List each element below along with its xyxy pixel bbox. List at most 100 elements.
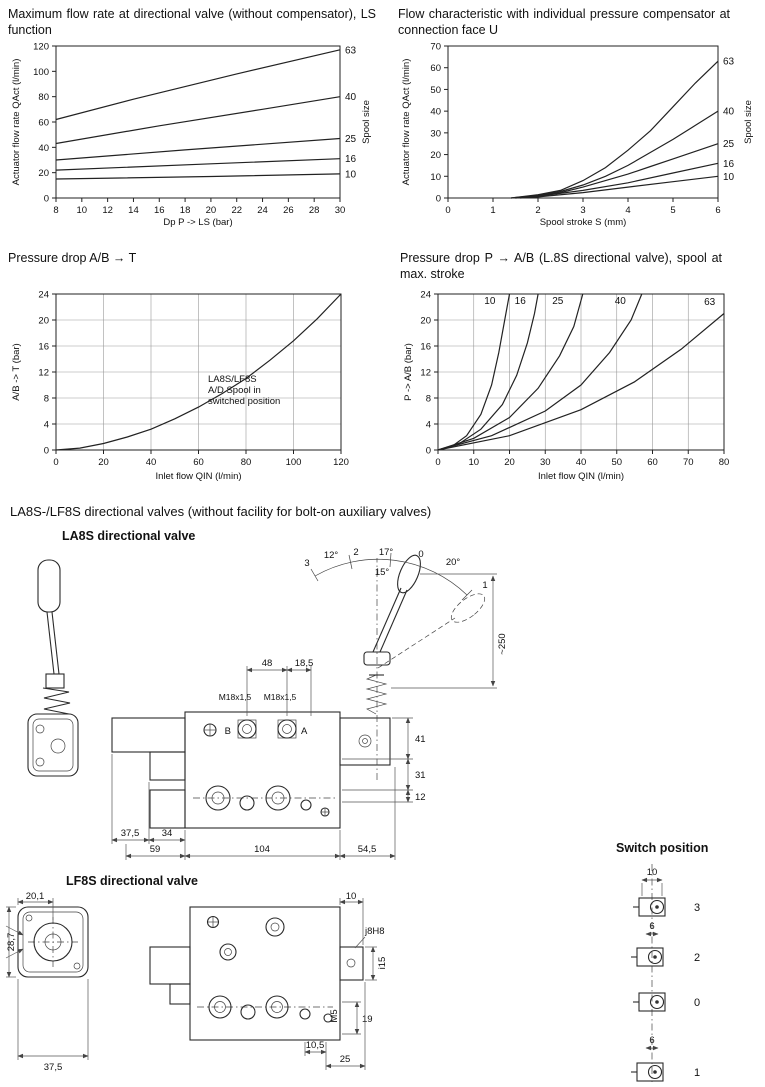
drawing-shape	[314, 558, 468, 596]
x-tick-label: 80	[241, 457, 252, 468]
x-tick-label: 20	[504, 457, 515, 468]
x-tick-label: 1	[490, 205, 495, 216]
drawing-shape	[377, 617, 456, 669]
lf8s-dim-37-5: 37,5	[44, 1062, 63, 1073]
drawing-shape	[299, 1008, 311, 1020]
drawing-shape	[27, 713, 79, 777]
x-tick-label: 10	[468, 457, 479, 468]
drawing-shape	[239, 795, 255, 811]
la8s-dim-48: 48	[262, 658, 273, 669]
la8s-dim-59: 59	[150, 844, 161, 855]
drawing-shape	[240, 1004, 256, 1020]
x-tick-label: 5	[670, 205, 675, 216]
x-tick-label: 8	[53, 205, 58, 216]
drawing-shape	[219, 943, 237, 961]
series-curve-10	[55, 173, 341, 180]
y-tick-label: 30	[430, 128, 441, 139]
la8s-thread-m18-right: M18x1,5	[264, 692, 297, 702]
drawing-shape	[50, 738, 66, 754]
la8s-dim-54-5: 54,5	[358, 844, 377, 855]
drawing-shape	[237, 719, 257, 739]
drawing-shape	[636, 1062, 664, 1082]
la8s-dimensions: ~250 48 18,5 M18x1,5 M18x1,5 B A 41 31 1…	[111, 573, 508, 860]
drawing-shape	[323, 1013, 333, 1023]
drawing-shape	[265, 917, 285, 937]
y-tick-label: 12	[420, 368, 431, 379]
drawing-shape	[149, 789, 186, 829]
x-tick-label: 28	[309, 205, 320, 216]
x-tick-label: 40	[576, 457, 587, 468]
drawing-shape	[214, 1001, 226, 1013]
y-tick-label: 12	[38, 368, 49, 379]
lf8s-dim-19: 19	[362, 1014, 373, 1025]
drawing-shape	[33, 922, 73, 962]
la8s-angle-17-label: 17°	[379, 547, 394, 558]
drawing-shape	[358, 734, 372, 748]
drawing-shape	[111, 717, 186, 753]
x-tick-label: 4	[625, 205, 630, 216]
x-axis-label: Dp P -> LS (bar)	[163, 217, 232, 228]
y-tick-label: 0	[44, 446, 49, 457]
x-tick-label: 14	[128, 205, 139, 216]
y-tick-label: 80	[38, 92, 49, 103]
la8s-pos-2-label: 2	[353, 547, 358, 558]
lf8s-dim-10-5: 10,5	[306, 1040, 325, 1051]
drawing-shape	[35, 757, 45, 767]
y-tick-label: 20	[420, 316, 431, 327]
drawing-shape	[282, 724, 292, 734]
lf8s-dim-20-1: 20,1	[26, 891, 45, 902]
y-tick-label: 20	[38, 316, 49, 327]
series-label-63: 63	[704, 297, 716, 308]
drawing-shape	[45, 673, 65, 689]
x-tick-label: 12	[102, 205, 113, 216]
series-label-40: 40	[345, 92, 357, 103]
la8s-angle-15-label: 15°	[375, 567, 390, 578]
drawing-shape	[242, 724, 252, 734]
series-curve-25	[515, 143, 719, 199]
drawing-shape	[224, 948, 232, 956]
la8s-pos-0-label: 0	[418, 549, 423, 560]
y-tick-label: 10	[430, 172, 441, 183]
x-tick-label: 22	[231, 205, 242, 216]
series-label-40: 40	[615, 296, 627, 307]
switch-pos-0-label: 0	[694, 997, 700, 1009]
drawing-shape	[655, 905, 659, 909]
chart-title-pressure-drop-p-ab: Pressure drop P → A/B (L.8S directional …	[400, 251, 722, 282]
y-tick-label: 50	[430, 85, 441, 96]
y-tick-label: 60	[38, 118, 49, 129]
drawing-shape	[149, 946, 191, 985]
drawing-shape	[211, 791, 225, 805]
drawing-shape	[339, 717, 391, 766]
y-axis-label: P -> A/B (bar)	[403, 343, 414, 401]
drawing-shape	[348, 554, 353, 570]
series-label-25: 25	[345, 134, 357, 145]
drawing-shape	[339, 946, 364, 981]
drawing-shape	[450, 593, 486, 623]
y-tick-label: 100	[33, 67, 49, 78]
x-tick-label: 120	[333, 457, 349, 468]
x-tick-label: 16	[154, 205, 165, 216]
series-label-25: 25	[552, 296, 564, 307]
la8s-dim-250: ~250	[497, 633, 508, 654]
drawing-shape	[205, 785, 231, 811]
drawing-shape	[372, 587, 402, 653]
switch-pos-2: 2	[631, 947, 700, 967]
la8s-valve-body-side-view	[111, 711, 391, 829]
y-tick-label: 40	[38, 143, 49, 154]
drawing-shape	[362, 738, 368, 744]
switch-dim-10: 10	[647, 867, 658, 878]
drawing-shape	[25, 914, 33, 922]
lf8s-dim-25: 25	[340, 1054, 351, 1065]
la8s-dim-41: 41	[415, 734, 426, 745]
lf8s-title: LF8S directional valve	[66, 874, 198, 888]
drawing-shape	[653, 1070, 657, 1074]
series-curve-40	[437, 293, 643, 451]
series-label-16: 16	[723, 159, 735, 170]
